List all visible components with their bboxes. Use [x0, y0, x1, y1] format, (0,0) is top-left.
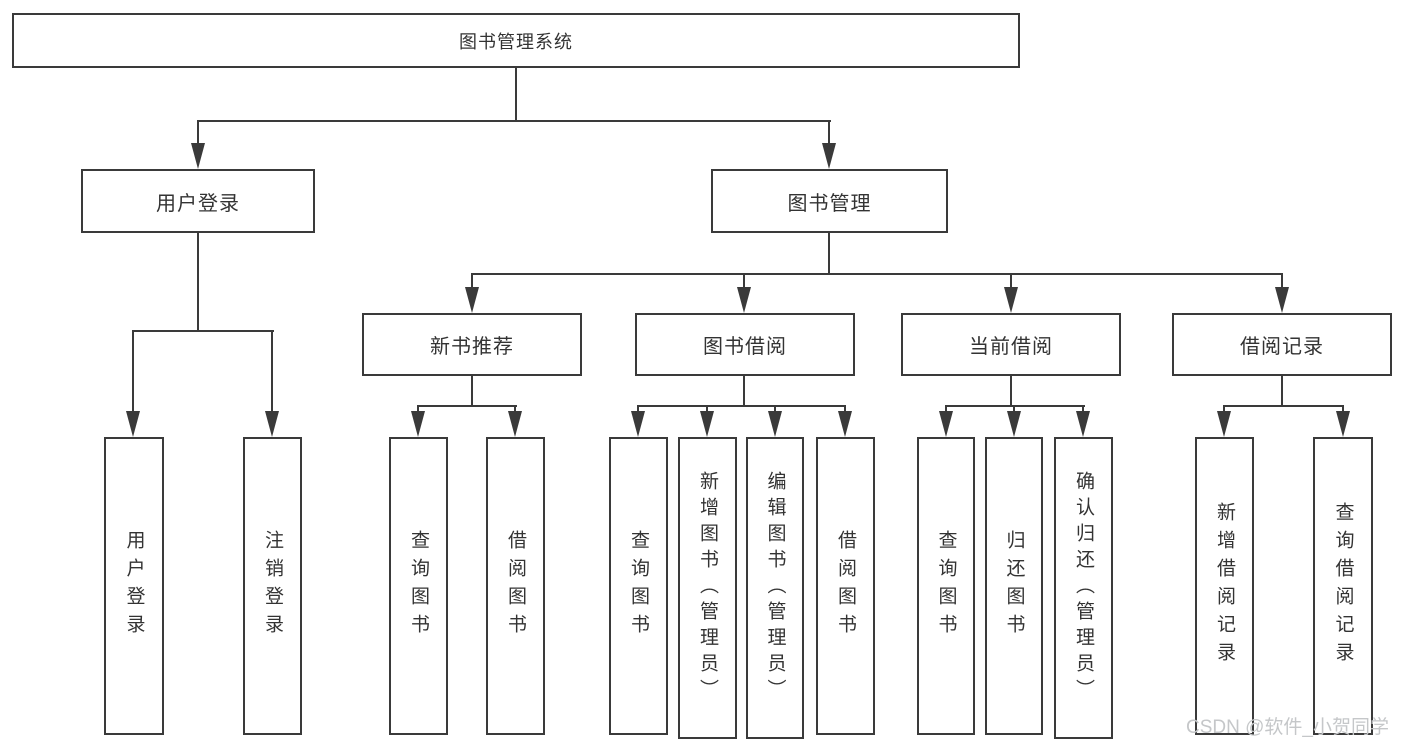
connector-stub [471, 273, 473, 289]
leaf-borrow-books-2: 借阅图书 [816, 437, 875, 735]
node-borrow-records: 借阅记录 [1172, 313, 1392, 376]
node-book-borrow: 图书借阅 [635, 313, 855, 376]
connector-stub [1281, 273, 1283, 289]
connector-stub [271, 330, 273, 411]
connector-group-vline [471, 376, 473, 405]
arrow-down-icon [1336, 411, 1350, 437]
connector-root-hline [197, 120, 831, 122]
arrow-down-icon [508, 411, 522, 437]
leaf-borrow-books: 借阅图书 [486, 437, 545, 735]
arrow-down-icon [191, 143, 205, 169]
arrow-down-icon [939, 411, 953, 437]
leaf-query-books: 查询图书 [389, 437, 448, 735]
connector-stub [1010, 273, 1012, 289]
arrow-down-icon [126, 411, 140, 437]
leaf-edit-book-admin: 编辑图书（管理员） [746, 437, 804, 739]
arrow-down-icon [465, 287, 479, 313]
connector-stub [197, 120, 199, 145]
connector-root-vline [515, 68, 517, 120]
connector-stub [514, 405, 516, 413]
arrow-down-icon [265, 411, 279, 437]
leaf-query-books-2: 查询图书 [609, 437, 668, 735]
connector-stub [706, 405, 708, 413]
connector-group-hline [1223, 405, 1344, 407]
node-library-management-system: 图书管理系统 [12, 13, 1020, 68]
leaf-query-books-3: 查询图书 [917, 437, 975, 735]
connector-group-hline [637, 405, 846, 407]
connector-stub [1223, 405, 1225, 413]
connector-stub [417, 405, 419, 413]
arrow-down-icon [1217, 411, 1231, 437]
leaf-add-borrow-record: 新增借阅记录 [1195, 437, 1254, 735]
node-book-management: 图书管理 [711, 169, 948, 233]
connector-stub [844, 405, 846, 413]
connector-stub [1342, 405, 1344, 413]
arrow-down-icon [737, 287, 751, 313]
arrow-down-icon [700, 411, 714, 437]
connector-stub [828, 120, 830, 145]
connector-bookmgmt-hline [471, 273, 1283, 275]
connector-group-vline [1281, 376, 1283, 405]
arrow-down-icon [822, 143, 836, 169]
leaf-return-book: 归还图书 [985, 437, 1043, 735]
connector-group-hline [945, 405, 1085, 407]
watermark: CSDN @软件_小贺同学 [1186, 717, 1389, 738]
connector-group-vline [743, 376, 745, 405]
connector-userlogin-hline [132, 330, 274, 332]
leaf-logout: 注销登录 [243, 437, 302, 735]
arrow-down-icon [1004, 287, 1018, 313]
connector-bookmgmt-vline [828, 233, 830, 273]
connector-stub [1082, 405, 1084, 413]
arrow-down-icon [1007, 411, 1021, 437]
connector-stub [945, 405, 947, 413]
node-current-borrow: 当前借阅 [901, 313, 1121, 376]
leaf-add-book-admin: 新增图书（管理员） [678, 437, 737, 739]
arrow-down-icon [1076, 411, 1090, 437]
connector-stub [743, 273, 745, 289]
connector-stub [1013, 405, 1015, 413]
leaf-user-login: 用户登录 [104, 437, 164, 735]
connector-group-hline [417, 405, 517, 407]
arrow-down-icon [631, 411, 645, 437]
connector-userlogin-vline [197, 233, 199, 330]
connector-stub [637, 405, 639, 413]
arrow-down-icon [838, 411, 852, 437]
arrow-down-icon [768, 411, 782, 437]
leaf-query-borrow-record: 查询借阅记录 [1313, 437, 1373, 735]
arrow-down-icon [1275, 287, 1289, 313]
node-new-book-recommend: 新书推荐 [362, 313, 582, 376]
node-user-login: 用户登录 [81, 169, 315, 233]
leaf-confirm-return-admin: 确认归还（管理员） [1054, 437, 1113, 739]
connector-group-vline [1010, 376, 1012, 405]
connector-stub [774, 405, 776, 413]
connector-stub [132, 330, 134, 411]
arrow-down-icon [411, 411, 425, 437]
